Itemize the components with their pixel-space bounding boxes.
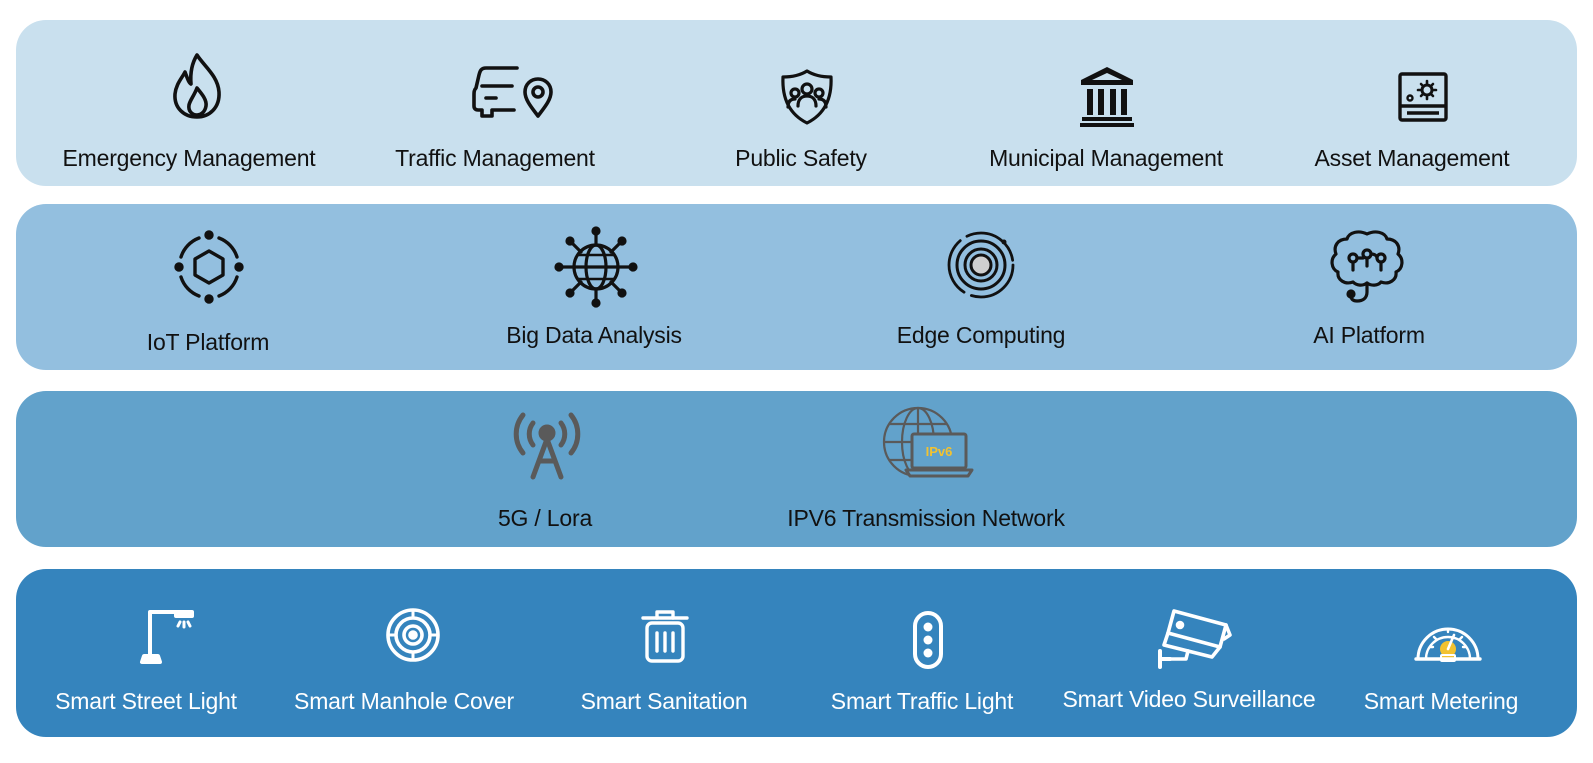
smart-video-surveillance-label: Smart Video Surveillance bbox=[1062, 686, 1316, 712]
asset-panel-icon bbox=[1398, 72, 1448, 122]
5g-lora-label: 5G / Lora bbox=[497, 505, 593, 531]
device-layer: Smart Street Light Smart Manhole Cover S… bbox=[16, 569, 1577, 737]
asset-management-label: Asset Management bbox=[1314, 145, 1510, 171]
traffic-light-icon bbox=[912, 610, 944, 670]
meter-gauge-icon bbox=[1414, 609, 1482, 665]
government-building-icon bbox=[1079, 65, 1135, 127]
data-globe-icon bbox=[554, 226, 638, 308]
smart-traffic-light-label: Smart Traffic Light bbox=[830, 688, 1014, 714]
globe-laptop-icon: IPv6 bbox=[880, 406, 974, 482]
trash-bin-icon bbox=[640, 609, 690, 663]
network-layer: 5G / Lora IPv6 IPV6 Transmission Network bbox=[16, 391, 1577, 547]
public-safety-label: Public Safety bbox=[735, 145, 867, 171]
ipv6-badge: IPv6 bbox=[926, 444, 953, 459]
big-data-analysis-label: Big Data Analysis bbox=[506, 322, 682, 348]
iot-platform-label: IoT Platform bbox=[146, 329, 270, 355]
fire-icon bbox=[168, 52, 226, 120]
edge-computing-label: Edge Computing bbox=[896, 322, 1066, 348]
smart-metering-label: Smart Metering bbox=[1363, 688, 1519, 714]
ipv6-transmission-network-label: IPV6 Transmission Network bbox=[787, 505, 1065, 531]
iot-hexagon-icon bbox=[173, 230, 245, 304]
ai-platform-label: AI Platform bbox=[1313, 322, 1425, 348]
smart-manhole-cover-label: Smart Manhole Cover bbox=[294, 688, 514, 714]
edge-rings-icon bbox=[946, 230, 1016, 300]
application-layer: Emergency Management Traffic Management … bbox=[16, 20, 1577, 186]
smart-street-light-label: Smart Street Light bbox=[55, 688, 237, 714]
smart-sanitation-label: Smart Sanitation bbox=[580, 688, 748, 714]
ai-brain-icon bbox=[1329, 228, 1405, 306]
platform-layer: IoT Platform Big Data Analysis bbox=[16, 204, 1577, 370]
car-location-icon bbox=[472, 62, 553, 120]
manhole-cover-icon bbox=[385, 607, 441, 663]
municipal-management-label: Municipal Management bbox=[989, 145, 1223, 171]
antenna-tower-icon bbox=[509, 411, 585, 481]
cctv-camera-icon bbox=[1156, 605, 1232, 671]
shield-people-icon bbox=[779, 68, 835, 126]
emergency-management-label: Emergency Management bbox=[62, 145, 316, 171]
street-light-icon bbox=[136, 606, 196, 666]
traffic-management-label: Traffic Management bbox=[395, 145, 595, 171]
